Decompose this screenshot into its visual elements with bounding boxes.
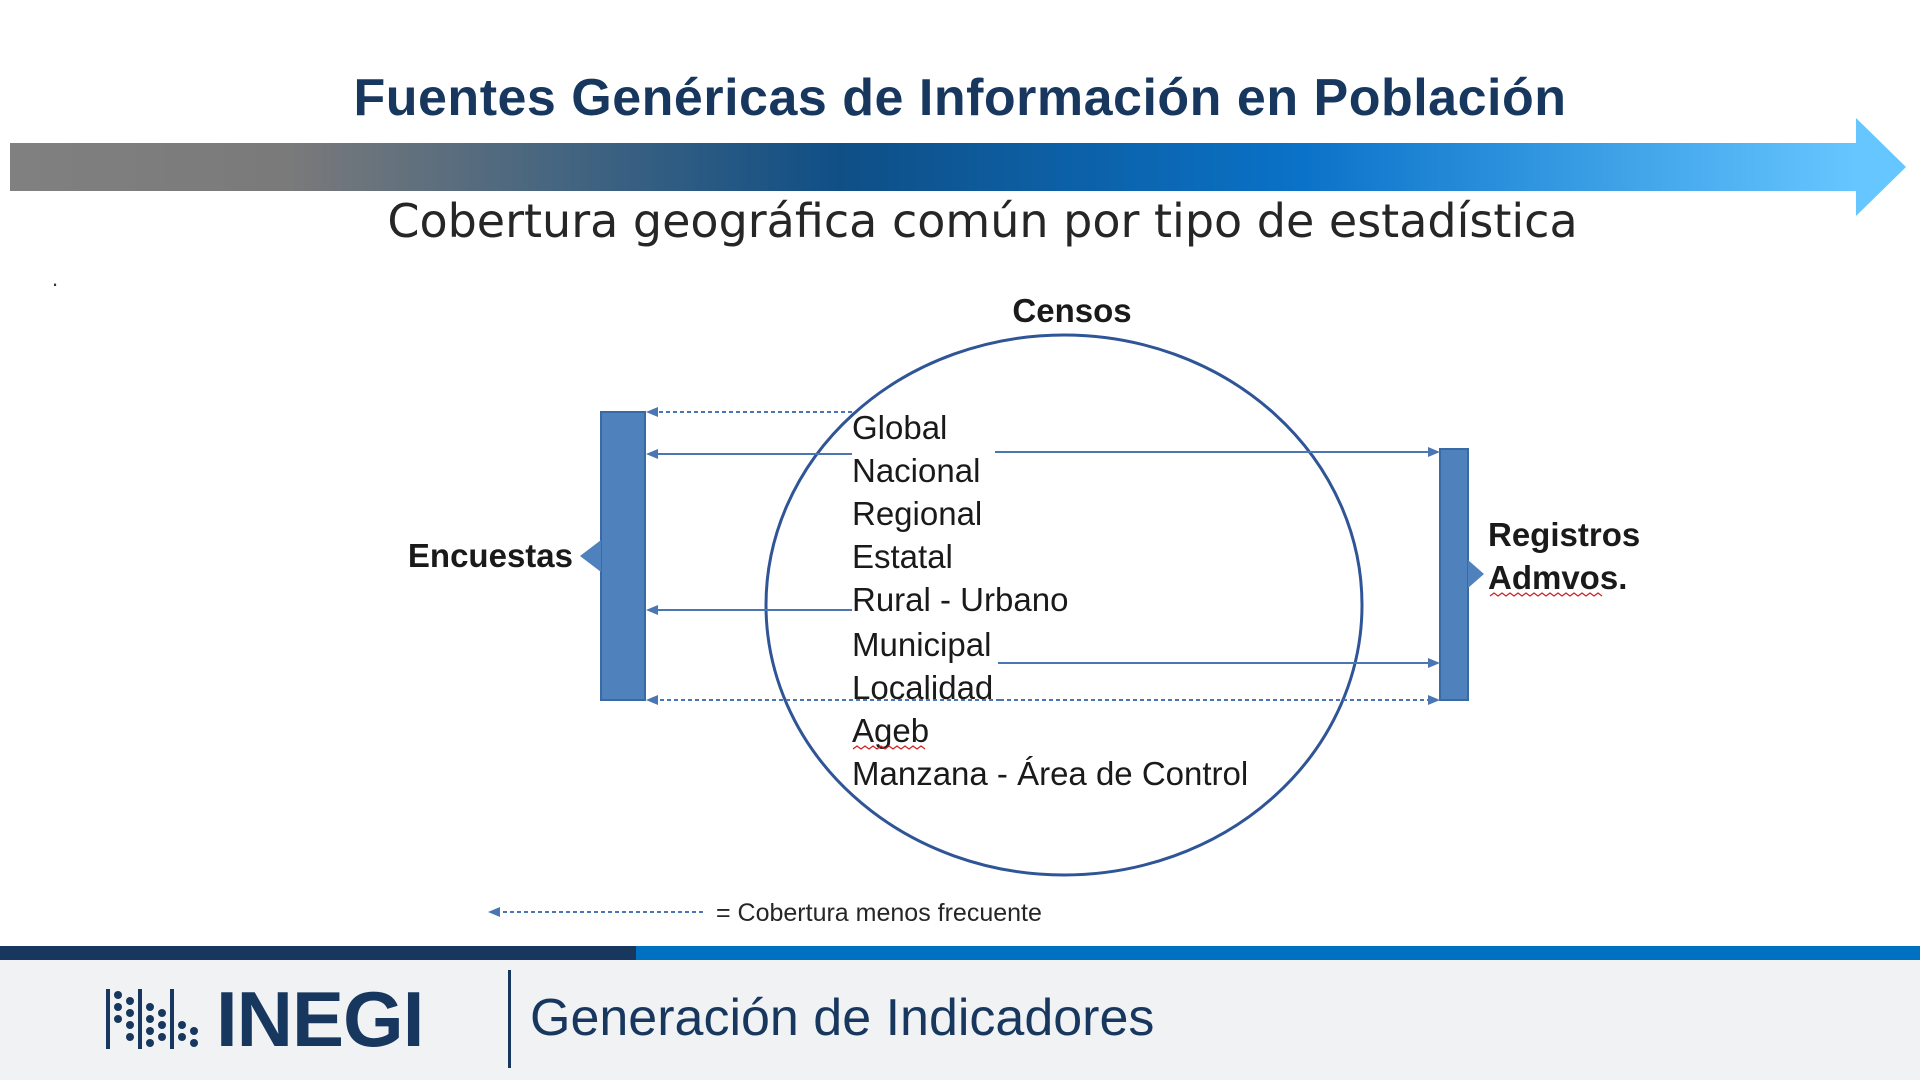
arrow-rural-encuestas — [646, 605, 852, 615]
footer-section-title: Generación de Indicadores — [530, 989, 1155, 1047]
registros-label-1: Registros — [1488, 516, 1640, 553]
level-label: Regional — [852, 495, 982, 532]
registros-label-2: Admvos. — [1488, 559, 1627, 596]
level-label: Manzana - Área de Control — [852, 755, 1248, 792]
arrow-nacional-encuestas — [646, 449, 852, 459]
page-subtitle: Cobertura geográfica común por tipo de e… — [387, 194, 1578, 248]
header-arrow — [10, 118, 1906, 216]
arrow-localidad-registros — [1000, 695, 1440, 705]
inegi-logo: INEGI — [104, 980, 424, 1058]
footer — [0, 948, 1920, 1080]
footer-divider — [508, 970, 511, 1068]
arrow-nacional-registros — [995, 447, 1440, 457]
spellcheck-underline-ageb — [852, 745, 926, 750]
censos-label: Censos — [1012, 292, 1131, 329]
legend-arrow — [488, 907, 704, 917]
level-label: Nacional — [852, 452, 980, 489]
bullet-mark: . — [52, 266, 59, 291]
page-title: Fuentes Genéricas de Información en Pobl… — [353, 69, 1567, 127]
level-label: Estatal — [852, 538, 953, 575]
level-label: Ageb — [852, 712, 929, 749]
footer-rule-dark — [0, 946, 636, 960]
inegi-wordmark: INEGI — [216, 975, 424, 1063]
censos-circle — [764, 333, 1364, 877]
inegi-dots-icon — [106, 989, 198, 1049]
level-label: Global — [852, 409, 947, 446]
registros-bar — [1439, 448, 1484, 701]
arrow-municipal-registros — [998, 658, 1440, 668]
level-label: Rural - Urbano — [852, 581, 1068, 618]
arrow-global-encuestas — [646, 407, 852, 417]
spellcheck-underline-admvos — [1489, 592, 1603, 597]
arrow-localidad-encuestas — [646, 695, 1000, 705]
legend-label: = Cobertura menos frecuente — [716, 899, 1042, 927]
footer-rule-blue — [636, 946, 1920, 960]
encuestas-label: Encuestas — [408, 537, 573, 574]
encuestas-bar — [580, 411, 646, 701]
level-label: Localidad — [852, 669, 993, 706]
level-label: Municipal — [852, 626, 991, 663]
